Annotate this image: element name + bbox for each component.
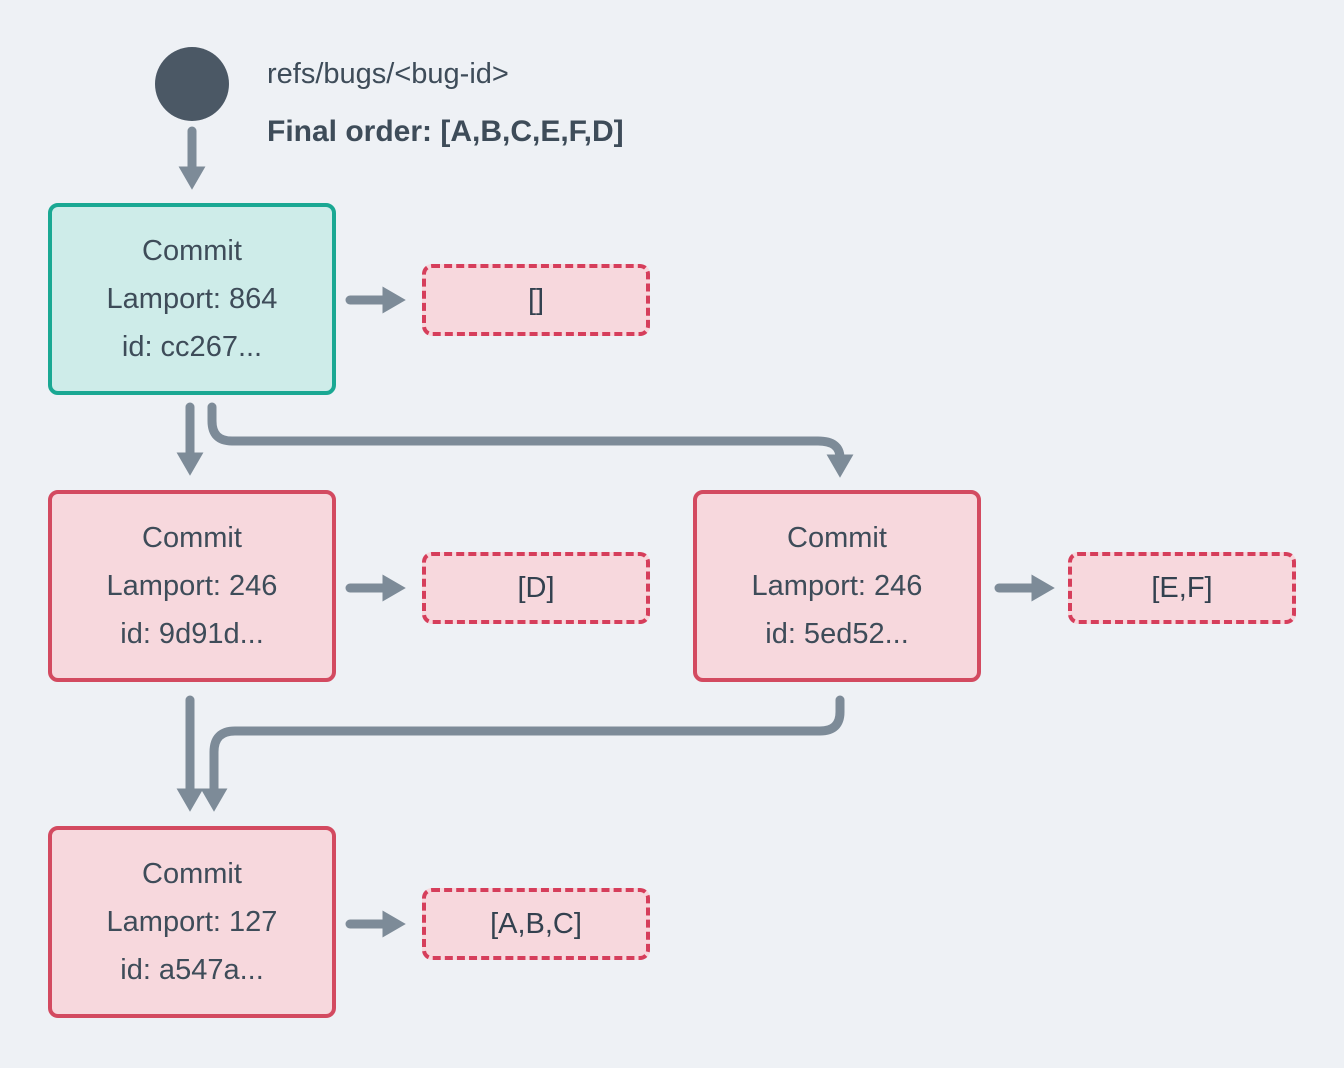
ops-box-right: [E,F] <box>1068 552 1296 624</box>
ops-list: [D] <box>517 571 555 604</box>
ref-head-circle <box>155 47 229 121</box>
commit-lamport: Lamport: 127 <box>106 906 278 938</box>
commit-node-root: Commit Lamport: 864 id: cc267... <box>48 203 336 395</box>
commit-node-bottom: Commit Lamport: 127 id: a547a... <box>48 826 336 1018</box>
edge-root-to-right-arrow <box>207 402 854 478</box>
commit-id: id: cc267... <box>121 331 263 363</box>
ops-list: [A,B,C] <box>490 907 582 940</box>
commit-id: id: 5ed52... <box>765 618 909 650</box>
commit-id: id: 9d91d... <box>120 618 264 650</box>
ops-box-left: [D] <box>422 552 650 624</box>
final-order-label: Final order: [A,B,C,E,F,D] <box>267 115 624 148</box>
commit-lamport: Lamport: 246 <box>106 570 278 602</box>
ops-list: [] <box>527 283 545 316</box>
commit-title: Commit <box>142 522 242 554</box>
edge-right-to-bottom-arrow <box>200 695 845 812</box>
commit-lamport: Lamport: 864 <box>106 283 278 315</box>
commit-lamport: Lamport: 246 <box>751 570 923 602</box>
ops-box-root: [] <box>422 264 650 336</box>
commit-id: id: a547a... <box>120 954 264 986</box>
commit-node-right: Commit Lamport: 246 id: 5ed52... <box>693 490 981 682</box>
ops-list: [E,F] <box>1151 571 1213 604</box>
commit-node-left: Commit Lamport: 246 id: 9d91d... <box>48 490 336 682</box>
commit-title: Commit <box>142 858 242 890</box>
ref-name-label: refs/bugs/<bug-id> <box>267 58 509 90</box>
commit-title: Commit <box>787 522 887 554</box>
commit-title: Commit <box>142 235 242 267</box>
ops-box-bottom: [A,B,C] <box>422 888 650 960</box>
